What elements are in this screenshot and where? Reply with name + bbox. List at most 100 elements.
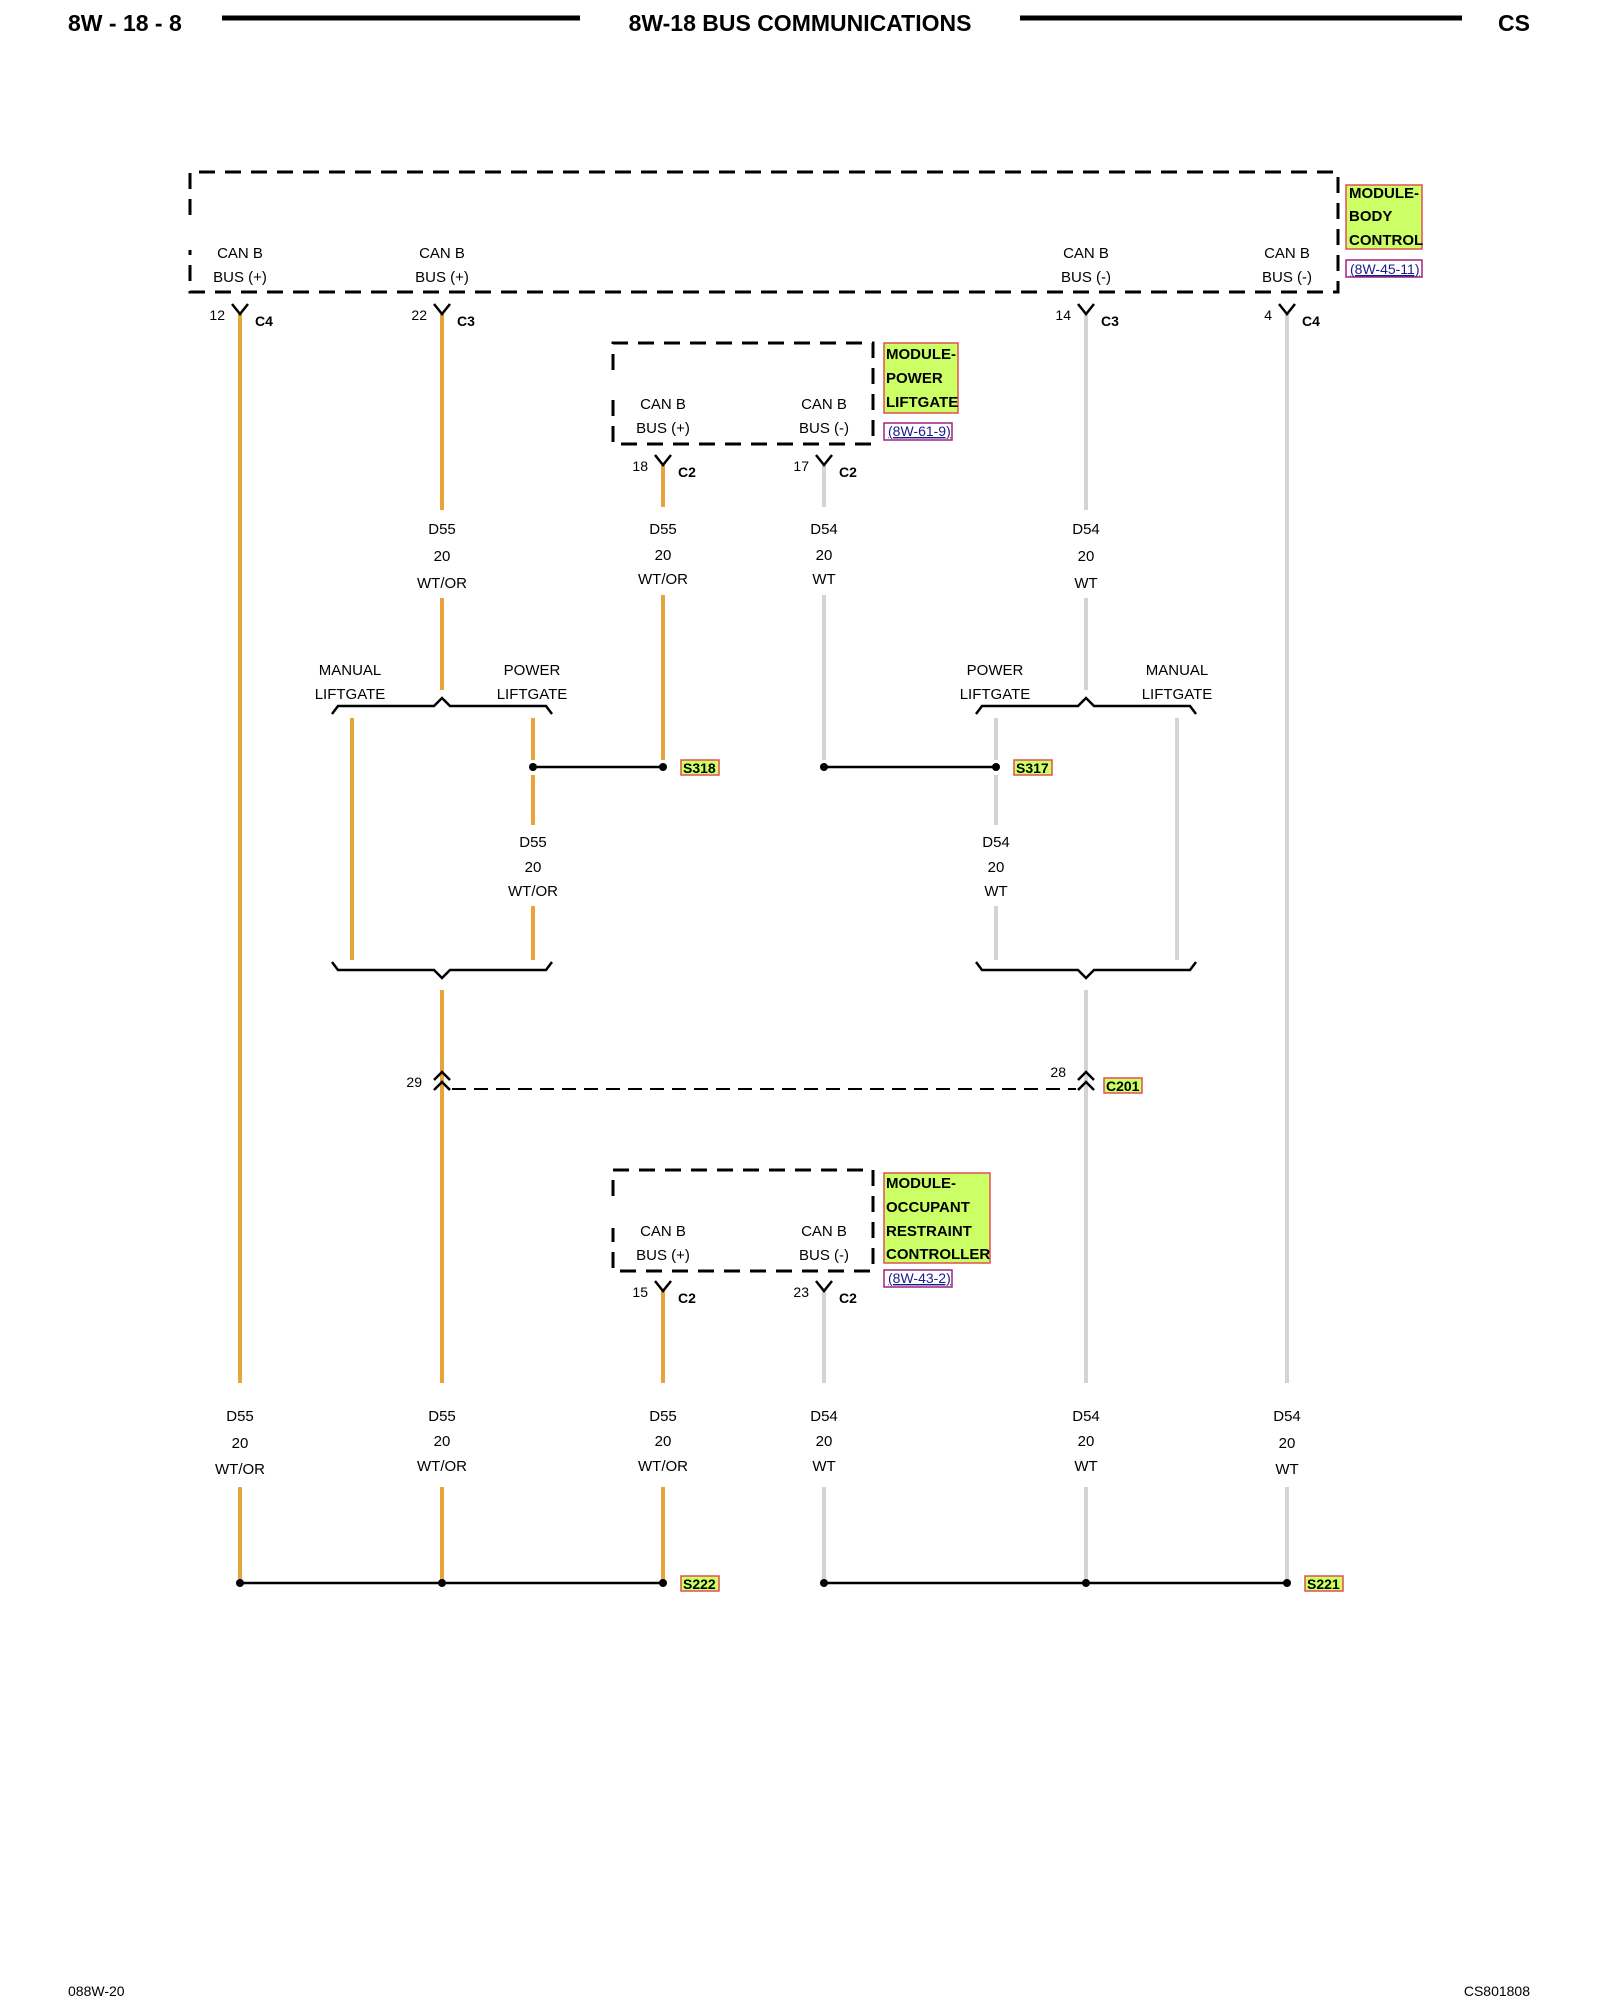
occupant-restraint-module-box <box>611 1168 875 1273</box>
orc-pin23-terminal <box>815 1280 833 1294</box>
bcm-pin12-label-2: BUS (+) <box>213 269 267 286</box>
wire-power-left-circuit: D55 <box>519 834 547 851</box>
s221-label: S221 <box>1307 1576 1340 1592</box>
left-option-bracket-bottom <box>331 961 553 980</box>
bcm-pin12-connector: C4 <box>255 313 273 329</box>
wire-2-circuit: D55 <box>428 521 456 538</box>
footer-left-code: 088W-20 <box>68 1983 125 1999</box>
left-option-bracket-top <box>331 696 553 715</box>
occupant-restraint-ref-link[interactable]: (8W-43-2) <box>888 1270 951 1286</box>
lower-wire-6-circuit: D54 <box>1273 1408 1301 1425</box>
occupant-restraint-name-3: RESTRAINT <box>886 1223 972 1240</box>
lower-wire-4-circuit: D54 <box>810 1408 838 1425</box>
occupant-restraint-ref-box[interactable] <box>883 1269 953 1288</box>
lower-wire-3-circuit: D55 <box>649 1408 677 1425</box>
bcm-pin14-label-1: CAN B <box>1063 245 1109 262</box>
right-manual-liftgate-label-1: MANUAL <box>1146 662 1209 679</box>
occupant-restraint-name-2: OCCUPANT <box>886 1199 970 1216</box>
body-control-name-1: MODULE- <box>1349 185 1419 202</box>
plg-pin17-label-2: BUS (-) <box>799 420 849 437</box>
lower-wire-1-color: WT/OR <box>215 1461 265 1478</box>
wire-3-gauge: 20 <box>655 547 672 564</box>
right-option-bracket-top <box>975 696 1197 715</box>
body-control-ref-box[interactable] <box>1345 259 1423 278</box>
plg-pin18-label-1: CAN B <box>640 396 686 413</box>
wire-5-color: WT <box>1074 575 1097 592</box>
body-control-name-3: CONTROL <box>1349 232 1423 249</box>
lower-wire-2-circuit: D55 <box>428 1408 456 1425</box>
s318-node-left <box>529 763 537 771</box>
lower-wire-4-color: WT <box>812 1458 835 1475</box>
bcm-pin4-label-2: BUS (-) <box>1262 269 1312 286</box>
wire-5-gauge: 20 <box>1078 548 1095 565</box>
bcm-pin4-terminal <box>1278 303 1296 317</box>
plg-pin18-terminal <box>654 454 672 468</box>
s317-node-right <box>992 763 1000 771</box>
plg-pin17-number: 17 <box>793 458 809 474</box>
s318-label: S318 <box>683 760 716 776</box>
wire-2-color: WT/OR <box>417 575 467 592</box>
wire-4-color: WT <box>812 571 835 588</box>
wire-3-circuit: D55 <box>649 521 677 538</box>
orc-pin15-connector: C2 <box>678 1290 696 1306</box>
power-liftgate-name-highlight <box>883 342 959 414</box>
right-power-liftgate-label-2: LIFTGATE <box>960 686 1031 703</box>
c201-pin28-number: 28 <box>1050 1064 1066 1080</box>
bcm-pin14-connector: C3 <box>1101 313 1119 329</box>
s317-highlight <box>1013 759 1053 776</box>
orc-pin23-number: 23 <box>793 1284 809 1300</box>
bcm-pin4-number: 4 <box>1264 307 1272 323</box>
lower-wire-5-gauge: 20 <box>1078 1433 1095 1450</box>
orc-pin15-terminal <box>654 1280 672 1294</box>
s222-node-1 <box>236 1579 244 1587</box>
s221-node-1 <box>820 1579 828 1587</box>
s221-node-2 <box>1082 1579 1090 1587</box>
wire-3-color: WT/OR <box>638 571 688 588</box>
bcm-pin12-number: 12 <box>209 307 225 323</box>
wire-power-left-color: WT/OR <box>508 883 558 900</box>
s318-node-right <box>659 763 667 771</box>
right-option-bracket-bottom <box>975 961 1197 980</box>
wire-2-gauge: 20 <box>434 548 451 565</box>
occupant-restraint-name-1: MODULE- <box>886 1175 956 1192</box>
lower-wire-1-gauge: 20 <box>232 1435 249 1452</box>
occupant-restraint-name-highlight <box>883 1172 991 1264</box>
orc-pin23-label-2: BUS (-) <box>799 1247 849 1264</box>
wire-4-circuit: D54 <box>810 521 838 538</box>
power-liftgate-module-box <box>611 341 875 446</box>
s317-node-left <box>820 763 828 771</box>
plg-pin18-connector: C2 <box>678 464 696 480</box>
bcm-pin22-terminal <box>433 303 451 317</box>
plg-pin17-label-1: CAN B <box>801 396 847 413</box>
wire-power-right-gauge: 20 <box>988 859 1005 876</box>
page-number: 8W - 18 - 8 <box>68 10 182 36</box>
left-manual-liftgate-label-2: LIFTGATE <box>315 686 386 703</box>
power-liftgate-name-2: POWER <box>886 370 943 387</box>
lower-wire-3-color: WT/OR <box>638 1458 688 1475</box>
bcm-pin12-terminal <box>231 303 249 317</box>
bcm-pin4-label-1: CAN B <box>1264 245 1310 262</box>
power-liftgate-ref-box[interactable] <box>883 422 953 441</box>
s222-highlight <box>680 1575 720 1592</box>
plg-pin17-connector: C2 <box>839 464 857 480</box>
lower-wire-5-color: WT <box>1074 1458 1097 1475</box>
plg-pin18-label-2: BUS (+) <box>636 420 690 437</box>
plg-pin18-number: 18 <box>632 458 648 474</box>
bcm-pin22-label-1: CAN B <box>419 245 465 262</box>
c201-pin29-upper-arrow <box>433 1070 451 1081</box>
bcm-pin14-number: 14 <box>1055 307 1071 323</box>
wire-power-right-circuit: D54 <box>982 834 1010 851</box>
lower-wire-6-color: WT <box>1275 1461 1298 1478</box>
bcm-pin22-connector: C3 <box>457 313 475 329</box>
power-liftgate-ref-link[interactable]: (8W-61-9) <box>888 423 951 439</box>
power-liftgate-name-1: MODULE- <box>886 346 956 363</box>
bcm-pin22-number: 22 <box>411 307 427 323</box>
bcm-pin14-label-2: BUS (-) <box>1061 269 1111 286</box>
c201-pin28-lower-arrow <box>1077 1080 1095 1091</box>
c201-highlight <box>1103 1077 1143 1094</box>
page-title: 8W-18 BUS COMMUNICATIONS <box>629 10 972 36</box>
section-code: CS <box>1498 10 1530 36</box>
body-control-ref-link[interactable]: (8W-45-11) <box>1350 261 1420 277</box>
lower-wire-4-gauge: 20 <box>816 1433 833 1450</box>
